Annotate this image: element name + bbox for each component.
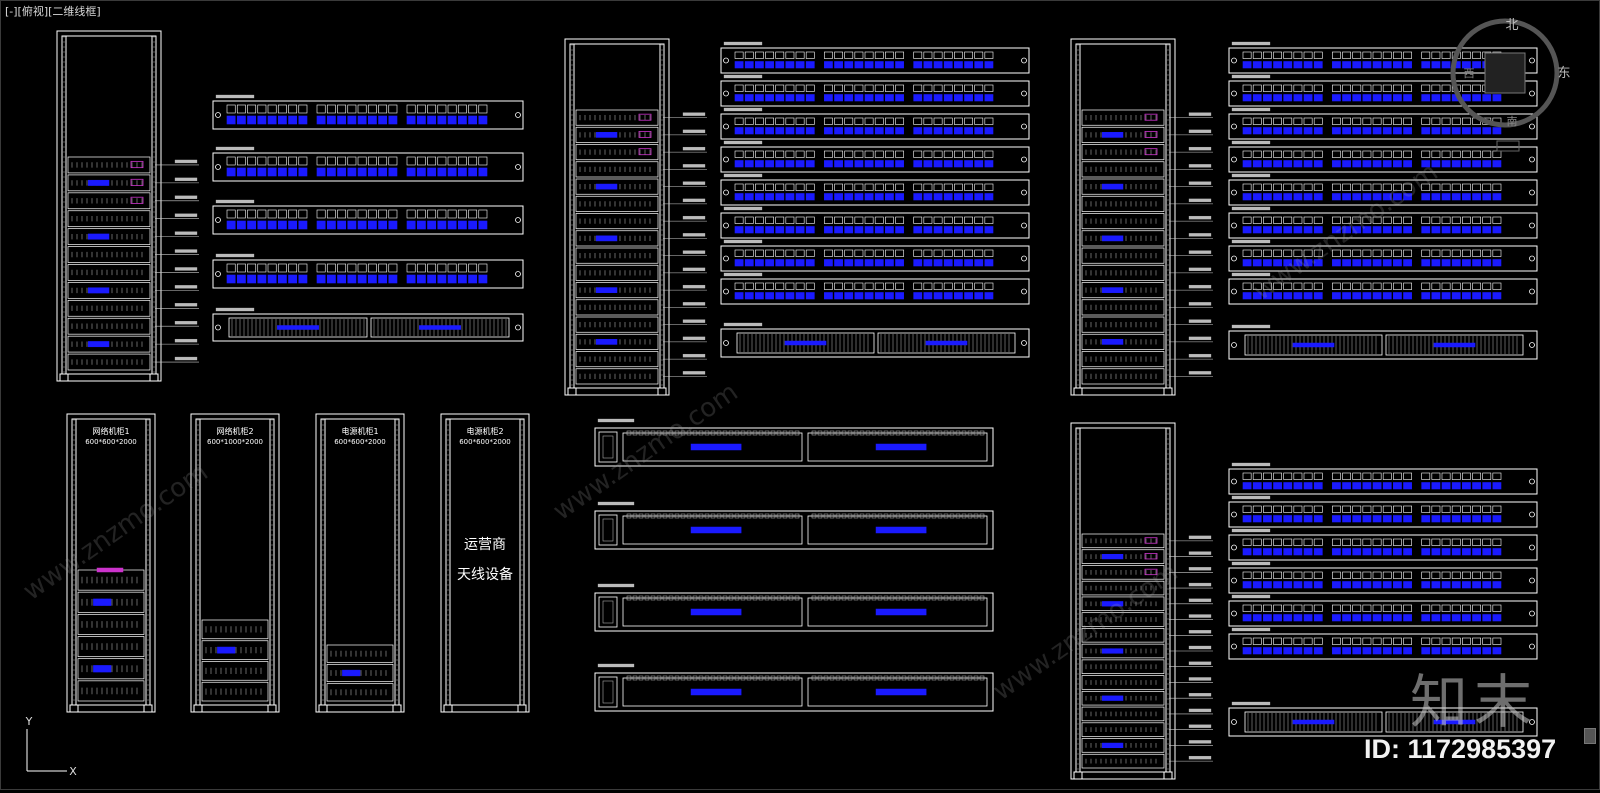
switch-panel	[720, 173, 1030, 206]
switch-panel	[1228, 74, 1538, 107]
switch-panel	[1228, 206, 1538, 239]
ucs-x-label: X	[69, 765, 77, 778]
site-watermark: www.znzmo.com	[18, 457, 214, 607]
viewcube-south: 南	[1507, 115, 1518, 128]
rack-elevation-2	[564, 38, 707, 396]
switch-panel	[1228, 173, 1538, 206]
rack-elevation-1	[56, 30, 199, 382]
carrier-label-line2: 天线设备	[457, 566, 513, 583]
net-cabinet-1: 网络机柜1 600*600*2000	[66, 413, 156, 713]
switch-panel	[720, 107, 1030, 140]
brand-watermark: 知末	[1410, 668, 1539, 736]
switch-panel	[1228, 594, 1538, 627]
switch-panel	[720, 206, 1030, 239]
cabinet-title: 网络机柜1	[92, 426, 129, 436]
switch-panel	[1228, 528, 1538, 561]
switch-panel	[720, 140, 1030, 173]
fiber-distribution-panel	[594, 583, 994, 632]
switch-panel	[720, 74, 1030, 107]
switch-panel	[212, 199, 524, 235]
patch-panel	[1228, 701, 1538, 737]
viewcube-east: 东	[1557, 66, 1570, 81]
switch-panel	[720, 272, 1030, 305]
power-cabinet-1: 电源机柜1 600*600*2000	[315, 413, 405, 713]
cabinet-dimension: 600*600*2000	[459, 438, 511, 446]
switch-panel	[1228, 41, 1538, 74]
site-watermark: www.znzmo.com	[548, 377, 744, 527]
switch-panel	[720, 239, 1030, 272]
switch-panel	[1228, 107, 1538, 140]
viewcube-west: 西	[1464, 67, 1475, 80]
patch-panel	[212, 307, 524, 342]
cabinet-title: 网络机柜2	[216, 426, 253, 436]
carrier-label-line1: 运营商	[464, 537, 506, 553]
rack-elevation-3	[1070, 38, 1213, 396]
fiber-distribution-panel	[594, 418, 994, 467]
patch-panel	[1228, 324, 1538, 360]
cabinet-dimension: 600*600*2000	[334, 438, 386, 446]
scrollbar-thumb[interactable]	[1584, 728, 1596, 744]
switch-panel	[212, 253, 524, 289]
cabinet-title: 电源机柜2	[466, 426, 503, 436]
patch-panel	[720, 322, 1030, 358]
switch-panel	[1228, 627, 1538, 660]
switch-panel	[1228, 140, 1538, 173]
switch-panel	[1228, 239, 1538, 272]
switch-panel	[720, 41, 1030, 74]
ucs-icon: YX	[25, 715, 78, 778]
switch-panel	[212, 146, 524, 182]
cabinet-title: 电源机柜1	[341, 426, 378, 436]
cabinet-dimension: 600*600*2000	[85, 438, 137, 446]
switch-panel	[1228, 561, 1538, 594]
net-cabinet-2: 网络机柜2 600*1000*2000	[190, 413, 280, 713]
id-watermark: ID: 1172985397	[1364, 734, 1557, 764]
switch-panel	[212, 94, 524, 130]
switch-panel	[1228, 272, 1538, 305]
viewcube-north: 北	[1505, 18, 1518, 33]
viewport-view-label[interactable]: [-][俯视][二维线框]	[5, 5, 101, 18]
cabinet-dimension: 600*1000*2000	[207, 438, 263, 446]
fiber-distribution-panel	[594, 501, 994, 550]
switch-panel	[1228, 462, 1538, 495]
viewcube: 北东 西南	[1450, 18, 1571, 152]
rack-elevation-4	[1070, 422, 1213, 780]
ucs-y-label: Y	[25, 715, 33, 728]
fiber-distribution-panel	[594, 663, 994, 712]
switch-panel	[1228, 495, 1538, 528]
